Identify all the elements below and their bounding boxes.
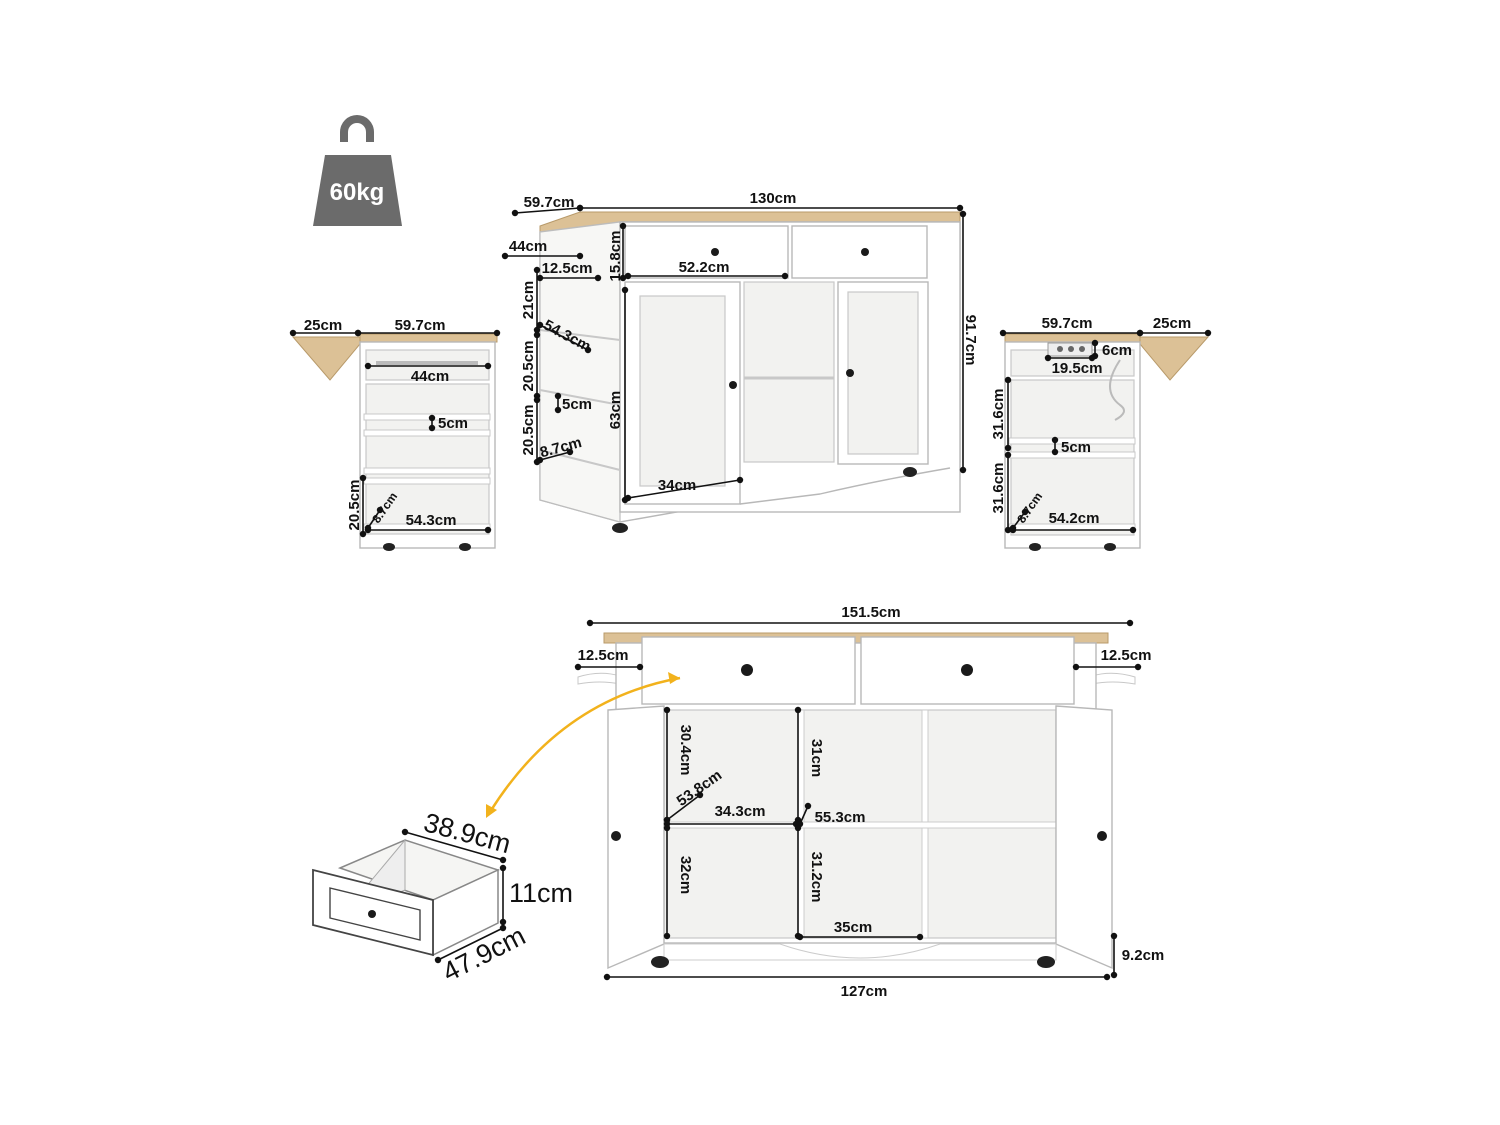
open-base-width-label: 127cm: [841, 983, 888, 1000]
front-door-width-label: 34cm: [658, 477, 696, 494]
right-flap-label: 25cm: [1153, 315, 1191, 332]
right-lower-height-label: 31.6cm: [990, 463, 1007, 514]
open-upper-mid-height-label: 31cm: [808, 739, 825, 777]
front-depth-label: 59.7cm: [524, 194, 575, 211]
open-view-dimension-lines: [574, 619, 1142, 981]
front-rail-depth-label: 44cm: [509, 238, 547, 255]
open-foot-height-label: 9.2cm: [1122, 947, 1165, 964]
drawer-height-label: 11cm: [509, 878, 573, 908]
open-upper-left-height-label: 30.4cm: [677, 725, 694, 776]
front-shelf-gap-label: 5cm: [562, 396, 592, 413]
front-shelf-20-5-b-label: 20.5cm: [520, 405, 537, 456]
front-drawer-width-label: 52.2cm: [679, 259, 730, 276]
open-right-overhang-label: 12.5cm: [1101, 647, 1152, 664]
right-view-dimension-lines: [999, 329, 1212, 534]
left-rail-label: 44cm: [411, 368, 449, 385]
front-width-label: 130cm: [750, 190, 797, 207]
front-cabinet-view: [539, 211, 961, 533]
drawer-dimension-lines: [401, 828, 507, 964]
weight-icon: [313, 115, 402, 226]
right-gap-label: 5cm: [1061, 439, 1091, 456]
right-socket-height-label: 6cm: [1102, 342, 1132, 359]
left-gap-label: 5cm: [438, 415, 468, 432]
weight-label: 60kg: [330, 179, 385, 206]
right-socket-width-label: 19.5cm: [1052, 360, 1103, 377]
front-view-dimension-lines: [501, 204, 967, 504]
open-top-width-label: 151.5cm: [841, 604, 900, 621]
front-drawer-height-label: 15.8cm: [607, 231, 624, 282]
front-shelf-20-5-a-label: 20.5cm: [520, 341, 537, 392]
open-left-overhang-label: 12.5cm: [578, 647, 629, 664]
open-lower-left-height-label: 32cm: [677, 856, 694, 894]
front-door-height-label: 63cm: [607, 391, 624, 429]
arrow-icon: [486, 672, 681, 818]
right-upper-height-label: 31.6cm: [990, 389, 1007, 440]
front-shelf-21-label: 21cm: [520, 281, 537, 319]
left-view-dimension-lines: [289, 329, 501, 538]
open-lower-mid-height-label: 31.2cm: [808, 852, 825, 903]
left-depth-label: 59.7cm: [395, 317, 446, 334]
left-shelf-height-label: 20.5cm: [346, 480, 363, 531]
right-shelf-depth-label: 54.2cm: [1049, 510, 1100, 527]
open-mid-depth-label: 55.3cm: [815, 809, 866, 826]
right-side-view: [1004, 333, 1210, 551]
left-flap-label: 25cm: [304, 317, 342, 334]
drawer-illustration: [312, 838, 501, 957]
open-mid-width-label: 35cm: [834, 919, 872, 936]
front-rail-width-label: 12.5cm: [542, 260, 593, 277]
right-depth-label: 59.7cm: [1042, 315, 1093, 332]
open-left-width-label: 34.3cm: [715, 803, 766, 820]
left-shelf-depth-label: 54.3cm: [406, 512, 457, 529]
front-height-label: 91.7cm: [962, 315, 979, 366]
